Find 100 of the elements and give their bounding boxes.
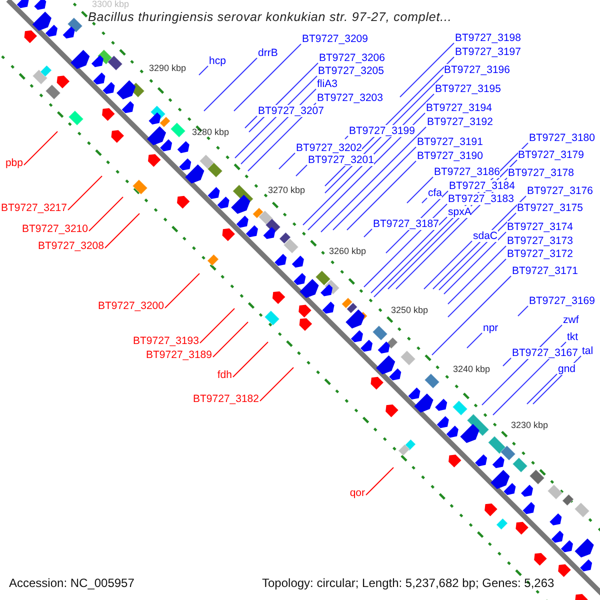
gene-label: BT9727_3167 bbox=[512, 347, 578, 359]
gene-label: BT9727_3203 bbox=[317, 92, 383, 104]
scale-label: 3260 kbp bbox=[329, 247, 366, 256]
gene-label: BT9727_3183 bbox=[448, 193, 514, 205]
gene-label: spxA bbox=[448, 206, 472, 218]
scale-label: 3270 kbp bbox=[268, 186, 306, 195]
gene-label: BT9727_3198 bbox=[455, 32, 521, 44]
leader-line bbox=[198, 66, 208, 76]
gene-label: BT9727_3169 bbox=[529, 295, 595, 307]
gene-label: tal bbox=[582, 345, 594, 357]
leader-line bbox=[234, 44, 302, 112]
leader-line bbox=[88, 196, 124, 232]
gene-label: BT9727_3200 bbox=[98, 300, 164, 312]
gene-label: BT9727_3196 bbox=[444, 64, 510, 76]
gene-label: BT9727_3179 bbox=[518, 149, 584, 161]
leader-line bbox=[482, 324, 562, 406]
gene-label: BT9727_3174 bbox=[507, 221, 573, 233]
gene-label: BT9727_3209 bbox=[302, 33, 368, 45]
leader-line bbox=[422, 198, 428, 204]
gene-label: BT9727_3199 bbox=[349, 125, 415, 137]
gene-label: tkt bbox=[567, 331, 578, 343]
leader-line bbox=[532, 356, 582, 404]
gene-label: BT9727_3175 bbox=[517, 202, 583, 214]
gene-label: zwf bbox=[563, 314, 579, 326]
leader-line bbox=[244, 116, 258, 128]
scale-label: 3250 kbp bbox=[391, 306, 428, 315]
gene-label: BT9727_3182 bbox=[193, 393, 259, 405]
leader-line bbox=[432, 196, 526, 290]
gene-label: BT9727_3178 bbox=[508, 167, 574, 179]
gene-label: BT9727_3210 bbox=[22, 223, 88, 235]
leader-line bbox=[444, 232, 506, 294]
gene-label: BT9727_3207 bbox=[258, 105, 324, 117]
footer-text: Accession: NC_005957 bbox=[9, 575, 134, 592]
leader-line bbox=[448, 258, 506, 318]
gene-label: BT9727_3190 bbox=[417, 150, 483, 162]
diagram-title: Bacillus thuringiensis serovar konkukian str. 97-27, complet... bbox=[88, 10, 452, 25]
gene-label: BT9727_3173 bbox=[507, 235, 573, 247]
gene-label: hcp bbox=[209, 55, 226, 67]
leader-line bbox=[432, 276, 512, 356]
leader-line bbox=[518, 306, 528, 316]
leader-line bbox=[204, 58, 258, 112]
leader-line bbox=[344, 136, 348, 140]
leader-line bbox=[332, 146, 416, 230]
leader-line bbox=[466, 332, 482, 348]
leader-line bbox=[366, 467, 394, 496]
gene-label: fliA3 bbox=[317, 78, 338, 90]
scale-label: 3300 kbp bbox=[92, 0, 130, 9]
leader-line bbox=[232, 342, 268, 378]
gene-label: BT9727_3195 bbox=[435, 83, 501, 95]
gene-label: drrB bbox=[258, 47, 278, 59]
gene-label: fdh bbox=[217, 369, 232, 381]
leader-line bbox=[424, 240, 472, 290]
leader-line bbox=[296, 164, 308, 176]
scale-label: 3230 kbp bbox=[511, 421, 548, 430]
gene-label: gnd bbox=[558, 363, 576, 375]
gene-label: BT9727_3187 bbox=[373, 218, 439, 230]
leader-line bbox=[212, 322, 248, 358]
leader-line bbox=[448, 246, 506, 304]
leader-line bbox=[370, 216, 448, 294]
gene-label: BT9727_3197 bbox=[455, 46, 521, 58]
gene-label: cfa bbox=[428, 187, 442, 199]
gene-label: BT9727_3202 bbox=[296, 142, 362, 154]
leader-line bbox=[104, 213, 140, 248]
gene-label: BT9727_3184 bbox=[449, 180, 515, 192]
leader-line bbox=[400, 42, 454, 98]
gene-label: BT9727_3186 bbox=[434, 166, 500, 178]
gene-label: BT9727_3206 bbox=[319, 52, 385, 64]
gene-label: BT9727_3172 bbox=[507, 248, 573, 260]
scale-label: 3240 kbp bbox=[453, 365, 490, 374]
gene-label: BT9727_3176 bbox=[527, 185, 593, 197]
leader-line bbox=[308, 112, 426, 230]
scale-label: 3280 kbp bbox=[192, 128, 230, 137]
leader-line bbox=[68, 176, 102, 210]
leader-line bbox=[234, 76, 318, 158]
gene-label: BT9727_3194 bbox=[426, 102, 492, 114]
gene-label: BT9727_3191 bbox=[417, 136, 483, 148]
gene-label: qor bbox=[350, 487, 365, 499]
leader-line bbox=[200, 308, 235, 344]
gene-label: BT9727_3180 bbox=[529, 132, 595, 144]
leader-line bbox=[364, 228, 372, 238]
gene-label: BT9727_3208 bbox=[38, 240, 104, 252]
gene-label: pbp bbox=[5, 157, 23, 169]
gene-label: BT9727_3189 bbox=[146, 349, 212, 361]
gene-label: BT9727_3193 bbox=[133, 335, 199, 347]
leader-line bbox=[406, 176, 434, 204]
leader-line bbox=[526, 374, 558, 404]
gene-label: npr bbox=[483, 322, 498, 334]
gene-label: sdaC bbox=[473, 230, 498, 242]
leader-line bbox=[24, 131, 58, 166]
leader-line bbox=[346, 160, 416, 230]
gene-label: BT9727_3217 bbox=[1, 202, 67, 214]
leader-line bbox=[260, 367, 294, 402]
scale-label: 3290 kbp bbox=[149, 64, 186, 73]
gene-label: BT9727_3205 bbox=[318, 65, 384, 77]
gene-label: BT9727_3192 bbox=[427, 116, 493, 128]
leader-line bbox=[320, 126, 426, 232]
leader-line bbox=[502, 358, 512, 366]
leader-line bbox=[278, 152, 296, 170]
gene-label: BT9727_3171 bbox=[512, 265, 578, 277]
leader-line bbox=[164, 273, 200, 308]
